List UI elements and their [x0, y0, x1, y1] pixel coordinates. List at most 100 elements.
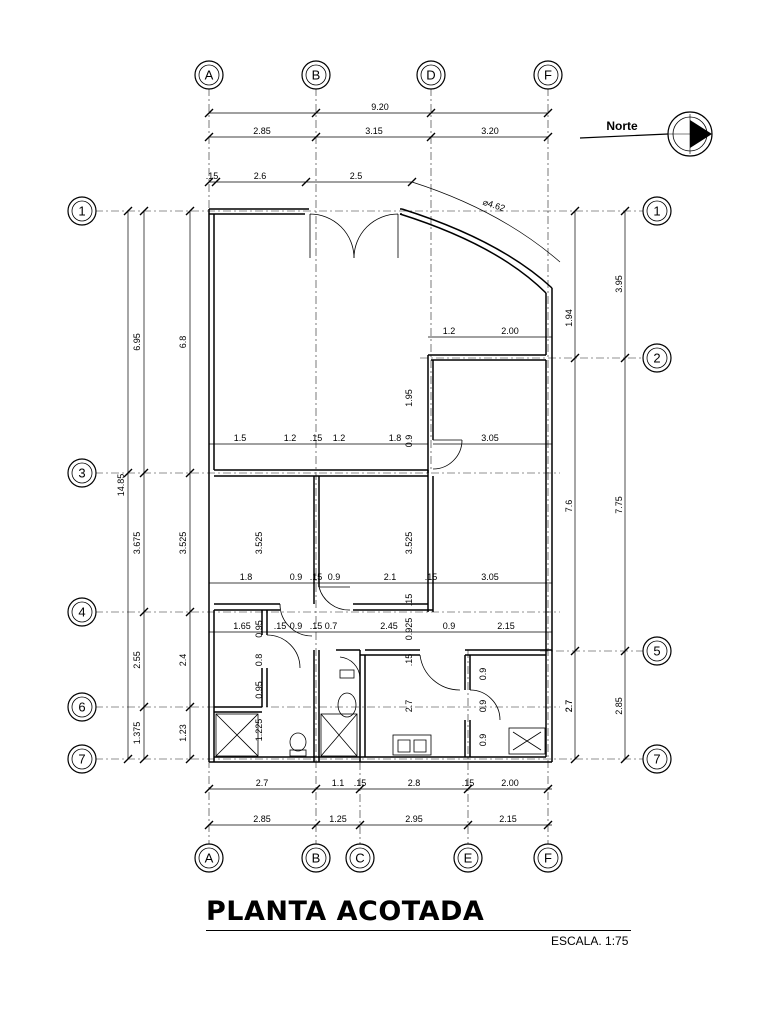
dim-row-b: .15 [425, 572, 438, 582]
dim-bottom-row1: 2.8 [408, 778, 421, 788]
dim-row-a: 1.8 [389, 433, 402, 443]
dim-row-a: 1.2 [333, 433, 346, 443]
grid-bubble-bottom-C: C [345, 843, 375, 873]
dim-right-col1: 3.95 [614, 275, 624, 293]
dim-row-a: 3.05 [481, 433, 499, 443]
dim-row-c: 2.45 [380, 621, 398, 631]
svg-text:A: A [205, 851, 214, 866]
dim-v-small-last: 2.7 [564, 700, 574, 713]
dim-row-b: .15 [310, 572, 323, 582]
dim-row-c: 0.925 [404, 618, 414, 641]
svg-text:B: B [312, 68, 321, 83]
dim-top-row2: 3.20 [481, 126, 499, 136]
grid-bubble-right-2: 2 [642, 343, 672, 373]
dim-inner-top: 2.00 [501, 326, 519, 336]
svg-text:F: F [544, 851, 552, 866]
dim-top-row3: 2.5 [350, 171, 363, 181]
dim-inner-195: 1.95 [404, 389, 414, 407]
dim-left-col1: 2.55 [132, 651, 142, 669]
grid-bubble-left-6: 6 [67, 692, 97, 722]
dim-bottom-row1: 1.1 [332, 778, 345, 788]
dim-bottom-row2: 1.25 [329, 814, 347, 824]
dim-v-small: 1.225 [254, 719, 264, 742]
dim-row-c: 0.95 [254, 620, 264, 638]
grid-bubble-top-B: B [301, 60, 331, 90]
dim-right-col1: 2.85 [614, 697, 624, 715]
dim-row-c: 0.9 [290, 621, 303, 631]
dim-v-small: 2.7 [404, 700, 414, 713]
grid-bubble-right-7: 7 [642, 744, 672, 774]
grid-bubble-bottom-E: E [453, 843, 483, 873]
walls [208, 208, 553, 763]
dim-v-15: .15 [404, 594, 414, 607]
dim-row-b: 1.8 [240, 572, 253, 582]
dim-row-c: 2.15 [497, 621, 515, 631]
grid-bubble-bottom-B: B [301, 843, 331, 873]
svg-text:B: B [312, 851, 321, 866]
dim-top-total: 9.20 [371, 102, 389, 112]
svg-text:E: E [464, 851, 473, 866]
dim-row-c: 1.65 [233, 621, 251, 631]
dim-left-col1: 3.675 [132, 532, 142, 555]
svg-text:5: 5 [653, 644, 660, 659]
dimension-ticks [123, 108, 630, 830]
dim-left-col2: 1.23 [178, 724, 188, 742]
dim-top-row3: .15 [206, 171, 219, 181]
dim-right-col2: 7.6 [564, 500, 574, 513]
dim-top-row2: 2.85 [253, 126, 271, 136]
dim-bottom-row1: 2.00 [501, 778, 519, 788]
dim-row-a: 1.2 [284, 433, 297, 443]
dim-v-3525a: 3.525 [254, 532, 264, 555]
doors [266, 213, 501, 721]
north-label: Norte [606, 119, 638, 133]
grid-bubble-left-4: 4 [67, 597, 97, 627]
fixtures [215, 669, 546, 757]
svg-text:7: 7 [78, 752, 85, 767]
plan-title: PLANTA ACOTADA [206, 896, 485, 927]
dim-left-total: 14.85 [116, 474, 126, 497]
grid-bubble-top-F: F [533, 60, 563, 90]
dim-row-c: .15 [274, 621, 287, 631]
dim-bottom-row2: 2.95 [405, 814, 423, 824]
dim-bottom-row2: 2.15 [499, 814, 517, 824]
dim-right-col2: 2.7 [564, 700, 574, 713]
scale-label: ESCALA. 1:75 [551, 934, 629, 948]
svg-text:A: A [205, 68, 214, 83]
grid-bubble-right-5: 5 [642, 636, 672, 666]
dim-row-a: 1.5 [234, 433, 247, 443]
dim-left-col1: 6.95 [132, 333, 142, 351]
svg-text:6: 6 [78, 700, 85, 715]
dim-v-small: 0.9 [478, 734, 488, 747]
dim-row-c: 0.7 [325, 621, 338, 631]
dim-row-b: 2.1 [384, 572, 397, 582]
grid-bubble-left-3: 3 [67, 458, 97, 488]
dim-row-a: 0.9 [404, 435, 414, 448]
grid-bubble-right-1: 1 [642, 196, 672, 226]
dim-v-3525b: 3.525 [404, 532, 414, 555]
dim-left-col2: 3.525 [178, 532, 188, 555]
svg-text:1: 1 [653, 204, 660, 219]
dim-top-row2: 3.15 [365, 126, 383, 136]
dim-right-col2: 1.94 [564, 309, 574, 327]
dim-v-small: 0.9 [478, 668, 488, 681]
dim-row-b: 0.9 [290, 572, 303, 582]
grid-bubble-top-D: D [416, 60, 446, 90]
svg-text:7: 7 [653, 752, 660, 767]
dim-bottom-row2: 2.85 [253, 814, 271, 824]
dim-v-small: .15 [404, 654, 414, 667]
svg-text:D: D [426, 68, 435, 83]
svg-text:2: 2 [653, 351, 660, 366]
dim-inner-top: 1.2 [443, 326, 456, 336]
dim-top-row3: 2.6 [254, 171, 267, 181]
dimension-lines [127, 112, 626, 826]
dim-row-b: 0.9 [328, 572, 341, 582]
title-underline [206, 930, 631, 931]
dim-left-col2: 2.4 [178, 654, 188, 667]
svg-text:C: C [355, 851, 364, 866]
dim-row-c: .15 [310, 621, 323, 631]
grid-bubble-top-A: A [194, 60, 224, 90]
dim-right-col1: 7.75 [614, 496, 624, 514]
